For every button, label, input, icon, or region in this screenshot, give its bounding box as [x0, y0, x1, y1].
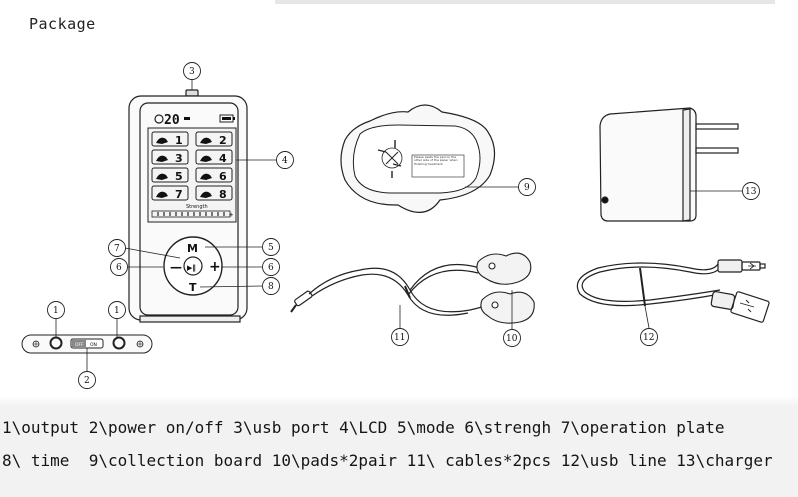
caption-band [0, 396, 798, 497]
minus-button[interactable]: — [170, 260, 182, 274]
collection-board [340, 104, 496, 213]
play-pause-button[interactable]: ▶‖ [187, 264, 196, 273]
callout-1-right: 1 [114, 306, 120, 316]
mode-button[interactable]: M [187, 242, 198, 255]
electrode-cable [290, 263, 499, 316]
operation-plate [163, 236, 223, 296]
time-button[interactable]: T [189, 281, 197, 294]
svg-text:6: 6 [219, 170, 227, 183]
collection-board-text: Please paste the pad on the other side o… [414, 155, 458, 166]
callout-9: 9 [524, 183, 530, 193]
callout-13: 13 [745, 187, 757, 197]
callout-1-left: 1 [53, 306, 59, 316]
charger [599, 107, 739, 222]
package-illustration: 20 1 2 3 4 5 6 7 8 Strength [21, 62, 770, 389]
svg-text:3: 3 [175, 152, 183, 165]
svg-text:+: + [229, 211, 233, 219]
callout-12: 12 [643, 333, 654, 343]
usb-cable [576, 259, 770, 323]
caption-line-2: 8\ time 9\collection board 10\pads*2pair… [2, 451, 773, 470]
svg-text:4: 4 [219, 152, 227, 165]
callout-4: 4 [282, 156, 288, 166]
top-divider [275, 0, 775, 4]
callout-8: 8 [268, 282, 274, 292]
plus-button[interactable]: + [209, 259, 221, 275]
electrode-pads [476, 252, 535, 324]
svg-text:5: 5 [175, 170, 183, 183]
svg-text:2: 2 [219, 134, 227, 147]
callout-5: 5 [268, 243, 274, 253]
caption-line-1: 1\output 2\power on/off 3\usb port 4\LCD… [2, 418, 725, 437]
device-callout-leaders [124, 159, 276, 288]
callout-3: 3 [189, 67, 195, 77]
switch-on-label: ON [90, 342, 97, 348]
callout-6-left: 6 [116, 263, 122, 273]
device-side-panel [21, 334, 153, 354]
page-title: Package [29, 15, 96, 33]
output-jack-2 [112, 336, 126, 350]
svg-text:7: 7 [175, 188, 183, 201]
callout-10: 10 [506, 334, 518, 344]
callout-11: 11 [394, 333, 405, 343]
callout-6-right: 6 [268, 263, 274, 273]
svg-text:8: 8 [219, 188, 227, 201]
svg-text:Strength: Strength [186, 204, 208, 210]
lcd-program-grid [151, 131, 233, 201]
callout-7: 7 [114, 244, 120, 254]
svg-text:20: 20 [164, 113, 180, 128]
output-jack-1 [49, 336, 63, 350]
switch-off-label: OFF [75, 342, 84, 348]
timer-display: 20 [154, 113, 190, 128]
strength-bar: + [151, 210, 233, 219]
callout-2: 2 [84, 376, 90, 386]
svg-text:1: 1 [175, 134, 183, 147]
tens-device: 20 1 2 3 4 5 6 7 8 Strength [128, 80, 248, 323]
